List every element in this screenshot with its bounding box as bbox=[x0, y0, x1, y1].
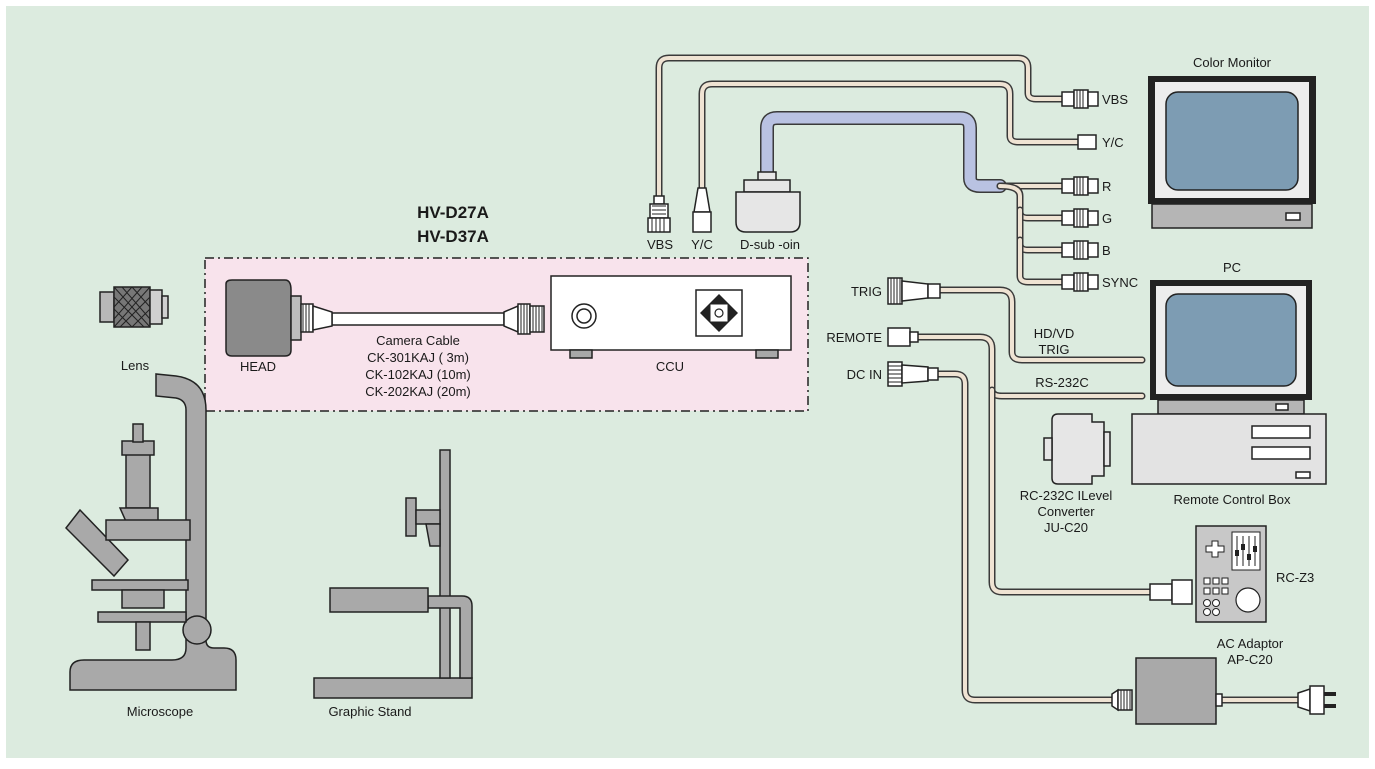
color-monitor-icon bbox=[1148, 76, 1316, 229]
level-converter-label-2: Converter bbox=[1037, 504, 1095, 519]
yc-port-label: Y/C bbox=[691, 237, 713, 252]
monitor-input-b: B bbox=[1102, 243, 1111, 258]
ccu-icon bbox=[550, 275, 792, 359]
trig-port-label: TRIG bbox=[851, 284, 882, 299]
model-title-1: HV-D27A bbox=[417, 203, 489, 222]
dcin-connector-icon bbox=[887, 361, 939, 387]
trig-connector-icon bbox=[887, 277, 941, 305]
monitor-connector-yc-icon bbox=[1077, 134, 1097, 150]
camera-cable-model-3: CK-202KAJ (20m) bbox=[365, 384, 470, 399]
ccu-label: CCU bbox=[656, 359, 684, 374]
cables bbox=[331, 54, 1302, 704]
vbs-connector-icon bbox=[647, 195, 671, 233]
camera-cable-label: Camera Cable bbox=[376, 333, 460, 348]
rc-z3-label: RC-Z3 bbox=[1276, 570, 1314, 585]
trig-link-label: TRIG bbox=[1038, 342, 1069, 357]
graphic-stand-icon bbox=[313, 449, 473, 699]
monitor-connector-sync-icon bbox=[1061, 272, 1099, 292]
remote-port-label: REMOTE bbox=[826, 330, 882, 345]
monitor-connector-vbs-icon bbox=[1061, 89, 1099, 109]
monitor-input-r: R bbox=[1102, 179, 1111, 194]
monitor-connector-r-icon bbox=[1061, 176, 1099, 196]
remote-connector-icon bbox=[887, 327, 919, 347]
color-monitor-label: Color Monitor bbox=[1193, 55, 1272, 70]
head-label: HEAD bbox=[240, 359, 276, 374]
hdvd-link-label: HD/VD bbox=[1034, 326, 1074, 341]
microscope-label: Microscope bbox=[127, 704, 193, 719]
ac-adaptor-label-2: AP-C20 bbox=[1227, 652, 1273, 667]
ac-adaptor-label-1: AC Adaptor bbox=[1217, 636, 1284, 651]
camera-head-icon bbox=[225, 279, 333, 357]
monitor-connector-g-icon bbox=[1061, 208, 1099, 228]
monitor-connector-b-icon bbox=[1061, 240, 1099, 260]
pc-label: PC bbox=[1223, 260, 1241, 275]
lens-icon bbox=[99, 286, 169, 328]
monitor-input-sync: SYNC bbox=[1102, 275, 1138, 290]
monitor-input-vbs: VBS bbox=[1102, 92, 1128, 107]
level-converter-label-1: RC-232C ILevel bbox=[1020, 488, 1113, 503]
rs232c-link-label: RS-232C bbox=[1035, 375, 1088, 390]
pc-icon bbox=[1131, 280, 1327, 485]
microscope-icon bbox=[65, 373, 237, 691]
dsub-port-label: D-sub -oin bbox=[740, 237, 800, 252]
camera-cable-model-2: CK-102KAJ (10m) bbox=[365, 367, 470, 382]
graphic-stand-label: Graphic Stand bbox=[328, 704, 411, 719]
yc-connector-icon bbox=[692, 187, 712, 233]
monitor-input-g: G bbox=[1102, 211, 1112, 226]
level-converter-icon bbox=[1043, 413, 1111, 485]
model-title-2: HV-D37A bbox=[417, 227, 489, 246]
monitor-input-yc: Y/C bbox=[1102, 135, 1124, 150]
level-converter-label-3: JU-C20 bbox=[1044, 520, 1088, 535]
camera-cable-model-1: CK-301KAJ ( 3m) bbox=[367, 350, 469, 365]
remote-control-box-label: Remote Control Box bbox=[1173, 492, 1291, 507]
ac-adaptor-icon bbox=[1111, 657, 1336, 725]
ccu-cable-connector-icon bbox=[503, 303, 545, 335]
rc-z3-icon bbox=[1149, 525, 1267, 623]
monitor-input-connectors bbox=[1061, 89, 1099, 292]
dcin-port-label: DC IN bbox=[847, 367, 882, 382]
vbs-port-label: VBS bbox=[647, 237, 673, 252]
dsub-connector-icon bbox=[735, 171, 801, 233]
lens-label: Lens bbox=[121, 358, 150, 373]
